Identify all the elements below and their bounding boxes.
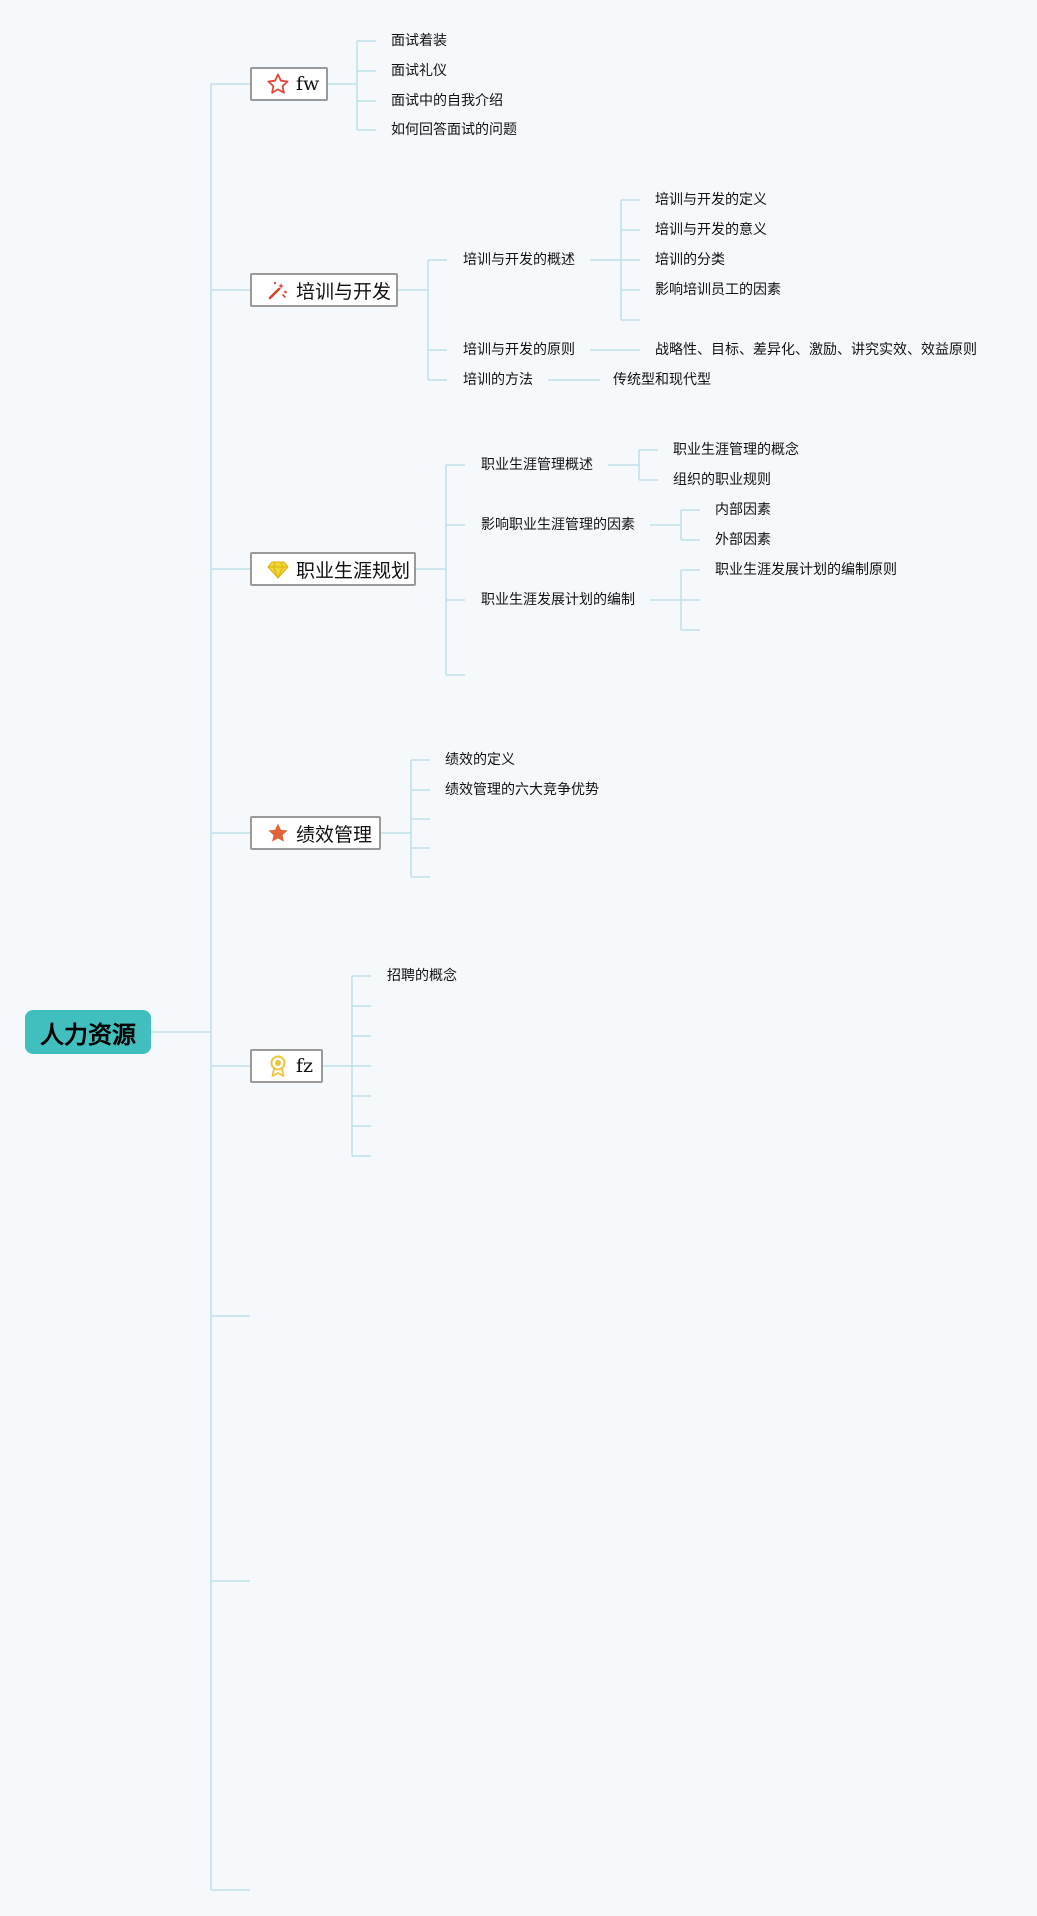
career-connector xyxy=(416,464,465,676)
branch-node-fw[interactable]: fw xyxy=(250,67,328,101)
list-item[interactable]: 培训的分类 xyxy=(655,252,725,268)
list-item[interactable]: 传统型和现代型 xyxy=(613,372,711,388)
branch-label: 绩效管理 xyxy=(296,823,373,846)
training-connector xyxy=(398,259,447,381)
branch-label: 职业生涯规划 xyxy=(296,559,411,582)
fz-connector xyxy=(323,975,371,1157)
subtopic-label[interactable]: 培训与开发的概述 xyxy=(463,252,575,268)
list-item[interactable]: 外部因素 xyxy=(715,532,771,548)
spine-ticks xyxy=(211,83,250,1891)
subtopic-label[interactable]: 培训的方法 xyxy=(463,372,533,388)
career-factors-connector xyxy=(650,509,700,541)
career-plan-connector xyxy=(650,569,700,631)
branch-node-fz[interactable]: fz xyxy=(250,1049,323,1083)
branch-label: fw xyxy=(296,73,320,95)
list-item[interactable]: 职业生涯发展计划的编制原则 xyxy=(715,562,897,578)
star-outline-icon xyxy=(266,72,290,96)
branch-label: 培训与开发 xyxy=(296,280,392,303)
performance-connector xyxy=(381,759,430,878)
list-item[interactable]: 面试礼仪 xyxy=(391,63,447,79)
list-item[interactable]: 职业生涯管理的概念 xyxy=(673,442,799,458)
star-filled-icon xyxy=(266,821,290,845)
training-overview-connector xyxy=(590,199,640,321)
branch-node-career[interactable]: 职业生涯规划 xyxy=(250,552,416,586)
list-item[interactable]: 战略性、目标、差异化、激励、讲究实效、效益原则 xyxy=(655,342,977,358)
root-connector xyxy=(151,84,212,1890)
branch-node-training[interactable]: 培训与开发 xyxy=(250,273,398,307)
list-item[interactable]: 影响培训员工的因素 xyxy=(655,282,781,298)
branch-node-performance[interactable]: 绩效管理 xyxy=(250,816,381,850)
subtopic-label[interactable]: 影响职业生涯管理的因素 xyxy=(481,517,635,533)
list-item[interactable]: 绩效的定义 xyxy=(445,752,515,768)
branch-label: fz xyxy=(296,1055,314,1077)
list-item[interactable]: 绩效管理的六大竞争优势 xyxy=(445,782,599,798)
list-item[interactable]: 培训与开发的定义 xyxy=(655,192,767,208)
list-item[interactable]: 培训与开发的意义 xyxy=(655,222,767,238)
list-item[interactable]: 招聘的概念 xyxy=(387,968,457,984)
award-medal-icon xyxy=(266,1054,290,1078)
subtopic-label[interactable]: 培训与开发的原则 xyxy=(463,342,575,358)
subtopic-label[interactable]: 职业生涯管理概述 xyxy=(481,457,593,473)
list-item[interactable]: 面试中的自我介绍 xyxy=(391,93,503,109)
fw-connector xyxy=(328,40,376,131)
list-item[interactable]: 组织的职业规则 xyxy=(673,472,771,488)
magic-wand-icon xyxy=(266,278,290,302)
career-overview-connector xyxy=(608,449,658,481)
list-item[interactable]: 如何回答面试的问题 xyxy=(391,122,517,138)
list-item[interactable]: 面试着装 xyxy=(391,33,447,49)
diamond-icon xyxy=(266,557,290,581)
root-node[interactable]: 人力资源 xyxy=(25,1010,151,1054)
list-item[interactable]: 内部因素 xyxy=(715,502,771,518)
subtopic-label[interactable]: 职业生涯发展计划的编制 xyxy=(481,592,635,608)
